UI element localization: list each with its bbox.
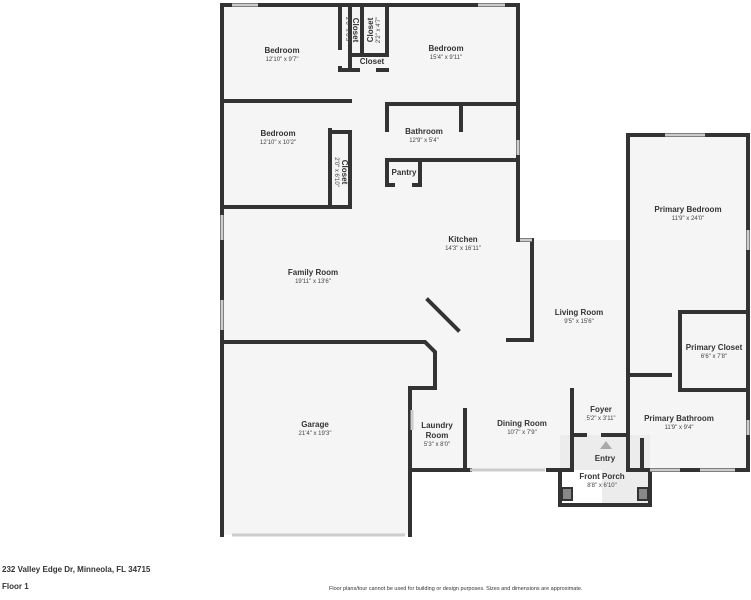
room-dims: 2'2" x 4'7" [376,17,382,43]
room-dims: 2'0" x 6'10" [333,157,339,187]
room-name: Dining Room [497,419,547,428]
room-dims: 9'5" x 15'6" [564,319,594,325]
room-dims: 6'6" x 7'8" [701,354,727,360]
room-dims: 12'9" x 5'4" [409,138,439,144]
room-name: Laundry [421,421,453,430]
room-name: Foyer [590,405,612,414]
walls [220,3,750,537]
room-dims: 21'4" x 19'3" [299,431,332,437]
room-name: Closet [340,160,349,185]
room-name: Garage [301,420,329,429]
room-dims: 10'7" x 7'9" [507,430,537,436]
room-name: Bedroom [260,129,295,138]
room-name: Primary Closet [686,343,743,352]
room-name: Living Room [555,308,603,317]
room-name: Primary Bedroom [654,205,721,214]
room-name: Bedroom [428,44,463,53]
disclaimer: Floor plans/tour cannot be used for buil… [329,586,583,592]
room-name: Pantry [392,168,417,177]
room-dims: 5'2" x 3'11" [586,416,615,422]
floor-label: Floor 1 [2,582,29,591]
room-dims: 15'4" x 9'11" [430,55,462,61]
room-name: Family Room [288,268,338,277]
room-dims: 2'0" x 6'3" [344,17,350,43]
room-name: Closet [366,17,375,42]
room-labels: Bedroom 12'10" x 9'7" Bedroom 15'4" x 9'11… [260,17,743,489]
room-name: Kitchen [448,235,477,244]
room-name: Bathroom [405,127,443,136]
room-dims: 11'9" x 9'4" [664,425,693,431]
room-dims: 19'11" x 13'6" [295,279,331,285]
room-name: Closet [351,18,360,43]
room-dims: 5'3" x 8'0" [424,442,450,448]
room-dims: 12'10" x 9'7" [266,57,299,63]
room-dims: 11'9" x 24'0" [672,216,704,222]
room-dims: 8'8" x 6'10" [587,483,617,489]
room-dims: 14'3" x 16'11" [445,246,481,252]
room-name: Room [426,431,449,440]
entry-arrow-icon [600,441,612,449]
room-name: Closet [360,57,385,66]
address: 232 Valley Edge Dr, Minneola, FL 34715 [2,565,151,574]
room-name: Bedroom [264,46,299,55]
room-name: Entry [595,454,616,463]
room-name: Primary Bathroom [644,414,714,423]
room-name: Front Porch [579,472,624,481]
room-dims: 12'10" x 10'2" [260,140,296,146]
